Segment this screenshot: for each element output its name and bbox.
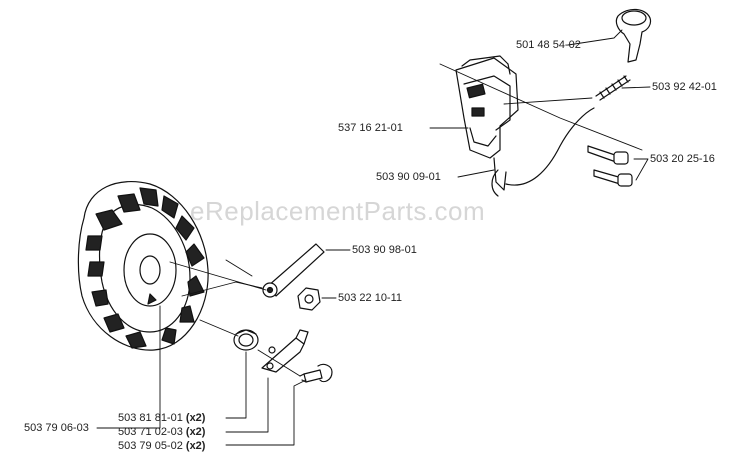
watermark: eReplacementParts.com [190, 196, 486, 226]
pawl [261, 329, 309, 373]
spark-boot [615, 8, 652, 63]
part-label-503-90-98-01[interactable]: 503 90 98-01 [352, 244, 417, 256]
quantity: (x2) [185, 412, 206, 424]
part-label-503-81-81-01[interactable]: 503 81 81-01 (x2) [118, 412, 205, 424]
part-number: 503 81 81-01 [118, 412, 183, 424]
part-label-537-16-21-01[interactable]: 537 16 21-01 [338, 122, 403, 134]
part-label-503-92-42-01[interactable]: 503 92 42-01 [652, 81, 717, 93]
part-label-503-22-10-11[interactable]: 503 22 10-11 [338, 292, 403, 304]
spring [595, 75, 631, 101]
part-label-503-90-09-01[interactable]: 503 90 09-01 [376, 171, 441, 183]
flywheel [77, 180, 209, 351]
pawl-pin [299, 363, 333, 383]
part-label-503-20-25-16[interactable]: 503 20 25-16 [650, 153, 715, 165]
ignition-module [455, 55, 595, 197]
quantity: (x2) [185, 426, 206, 438]
arm [262, 243, 325, 298]
part-number: 503 71 02-03 [118, 426, 183, 438]
part-number: 503 79 05-02 [118, 440, 183, 452]
part-label-503-79-06-03[interactable]: 503 79 06-03 [24, 422, 89, 434]
quantity: (x2) [185, 440, 206, 452]
nut [297, 287, 321, 311]
part-label-503-71-02-03[interactable]: 503 71 02-03 (x2) [118, 426, 205, 438]
part-label-503-79-05-02[interactable]: 503 79 05-02 (x2) [118, 440, 205, 452]
spring-ring [233, 329, 259, 351]
part-label-501-48-54-02[interactable]: 501 48 54-02 [516, 39, 581, 51]
screws [587, 145, 633, 187]
